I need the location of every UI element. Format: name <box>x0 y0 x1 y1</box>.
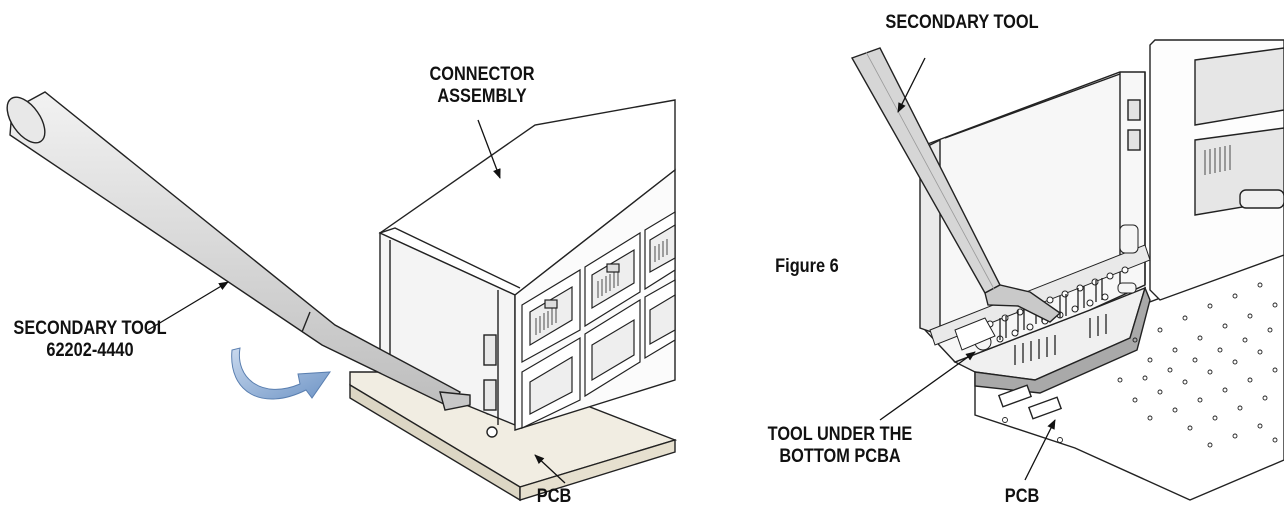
left-secondary-tool-label: SECONDARY TOOL 62202-4440 <box>13 318 168 362</box>
right-secondary-tool <box>850 47 1062 323</box>
connector-label-line1: CONNECTOR <box>429 64 535 85</box>
rotation-arrow <box>231 347 331 400</box>
left-secondary-tool-rod <box>6 91 471 411</box>
left-panel <box>6 91 678 502</box>
figure-label: Figure 6 <box>775 256 839 277</box>
tool-under-line2: BOTTOM PCBA <box>779 446 901 467</box>
tool-under-bottom-pcba-label: TOOL UNDER THE BOTTOM PCBA <box>754 424 926 468</box>
tool-label-line1: SECONDARY TOOL <box>13 318 167 339</box>
tool-under-line1: TOOL UNDER THE <box>767 424 913 445</box>
curved-arrow-icon <box>231 347 331 400</box>
left-leaders <box>147 119 566 484</box>
right-pcb-board <box>953 254 1284 501</box>
right-leaders <box>879 57 1056 481</box>
left-pcb-label: PCB <box>536 486 572 507</box>
right-pcb-label: PCB <box>1004 486 1040 507</box>
connector-label-line2: ASSEMBLY <box>437 86 527 107</box>
right-panel <box>850 39 1284 501</box>
left-port-grid <box>521 210 676 429</box>
right-connector-housing <box>919 39 1284 363</box>
pcb-via-holes <box>1002 282 1278 448</box>
right-secondary-tool-label: SECONDARY TOOL <box>885 12 1039 33</box>
left-pcb-board <box>349 371 678 502</box>
tool-label-line2: 62202-4440 <box>46 340 134 361</box>
connector-assembly-label: CONNECTOR ASSEMBLY <box>405 64 560 108</box>
